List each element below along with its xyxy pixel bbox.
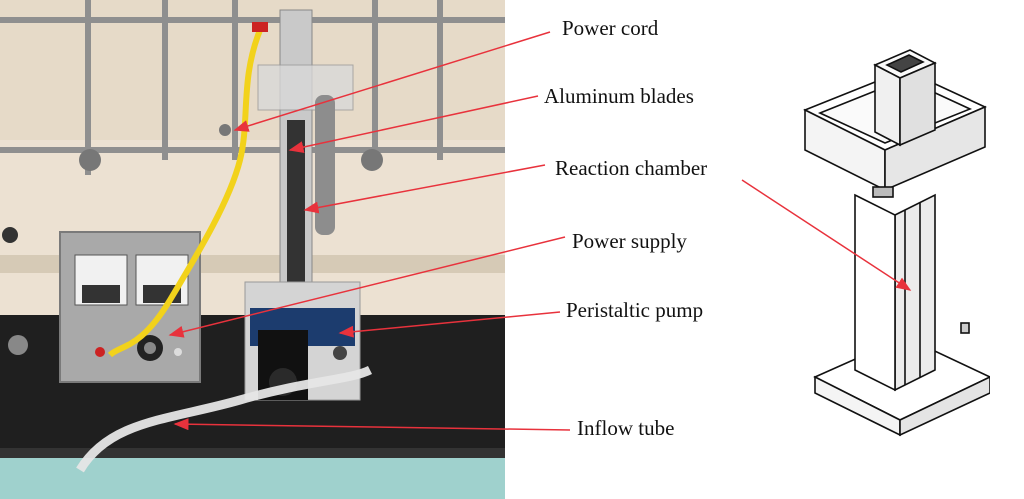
label-inflow-tube: Inflow tube xyxy=(577,416,675,440)
apparatus-drawing xyxy=(785,25,990,485)
label-reaction-chamber: Reaction chamber xyxy=(555,156,708,180)
inflow-tube-shape xyxy=(76,365,373,473)
apparatus-photo xyxy=(0,0,505,499)
label-power-cord: Power cord xyxy=(562,16,659,40)
label-aluminum-blades: Aluminum blades xyxy=(544,84,694,108)
label-peristaltic-pump: Peristaltic pump xyxy=(566,298,704,322)
label-power-supply: Power supply xyxy=(572,229,687,253)
power-supply-device xyxy=(59,231,201,383)
drawing-chamber-top xyxy=(873,49,937,147)
